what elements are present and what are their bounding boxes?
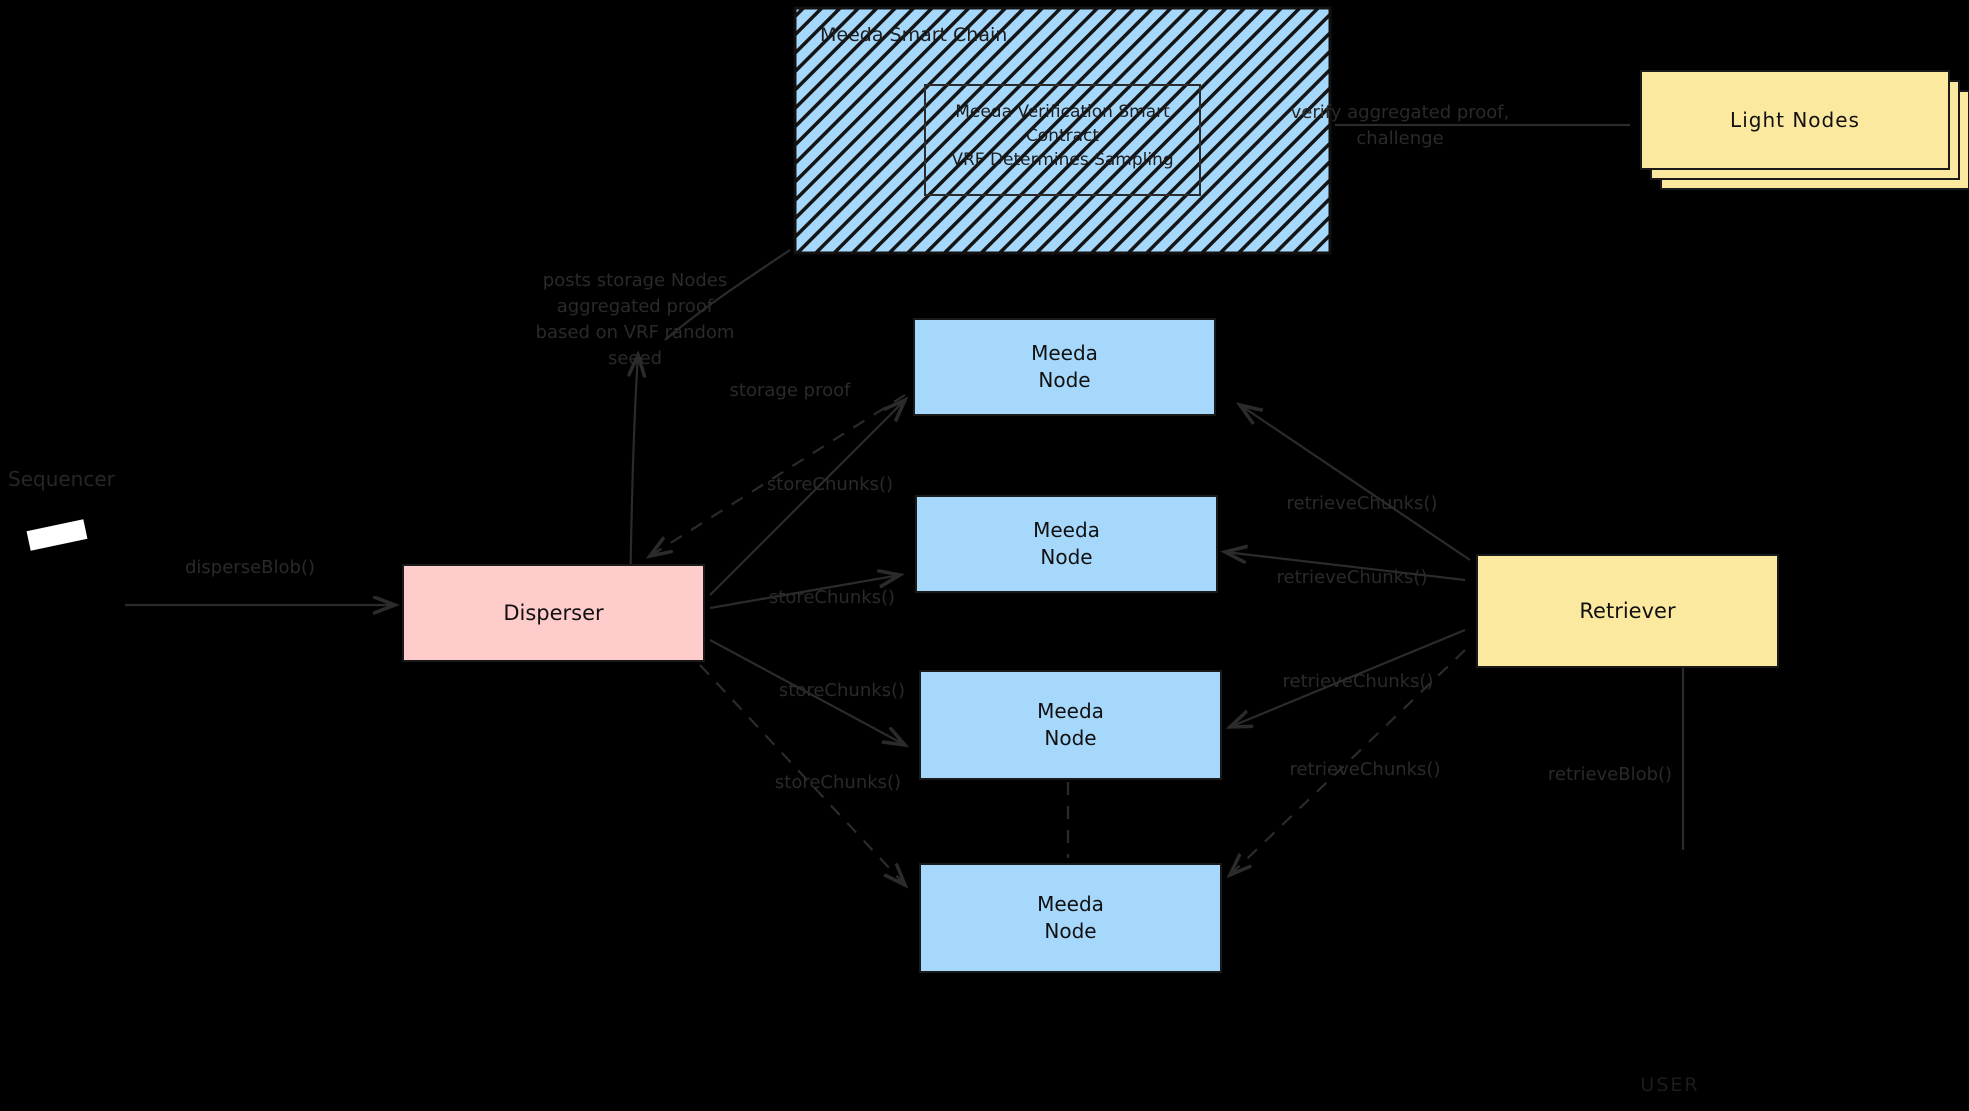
meeda-node-2-line2: Node — [1040, 545, 1093, 569]
meeda-node-2[interactable]: Meeda Node — [915, 495, 1218, 593]
light-nodes-front[interactable]: Light Nodes — [1640, 70, 1950, 170]
retriever-node[interactable]: Retriever — [1476, 554, 1779, 668]
edge-retrievechunks-2 — [1225, 552, 1466, 582]
retriever-label: Retriever — [1579, 598, 1676, 623]
edge-storechunks-1 — [709, 400, 905, 596]
disperser-label: Disperser — [503, 600, 604, 625]
edge-storage-proof — [650, 394, 906, 556]
chain-box-shape — [793, 6, 1332, 255]
edge-storechunks-4 — [699, 664, 905, 885]
edge-retrievechunks-1 — [1240, 405, 1471, 561]
light-nodes-stack[interactable]: Light Nodes — [1640, 70, 1969, 190]
meeda-node-4-line2: Node — [1044, 919, 1097, 943]
meeda-node-4-line1: Meeda — [1037, 892, 1104, 916]
meeda-node-3-line1: Meeda — [1037, 699, 1104, 723]
edge-retrievechunks-3 — [1230, 628, 1466, 727]
meeda-node-3[interactable]: Meeda Node — [919, 670, 1222, 780]
meeda-node-1[interactable]: Meeda Node — [913, 318, 1216, 416]
meeda-node-2-line1: Meeda — [1033, 518, 1100, 542]
meeda-node-4[interactable]: Meeda Node — [919, 863, 1222, 973]
light-nodes-label: Light Nodes — [1730, 108, 1860, 132]
disperser-node[interactable]: Disperser — [402, 564, 705, 662]
meeda-node-1-line1: Meeda — [1031, 341, 1098, 365]
meeda-node-1-line2: Node — [1038, 368, 1091, 392]
edge-retrievechunks-4 — [1230, 649, 1466, 875]
meeda-node-3-line2: Node — [1044, 726, 1097, 750]
edge-storechunks-3 — [709, 639, 905, 745]
edge-disperser-chain — [630, 355, 638, 601]
edge-storechunks-2 — [709, 575, 900, 610]
edge-chain-tail — [664, 249, 791, 341]
